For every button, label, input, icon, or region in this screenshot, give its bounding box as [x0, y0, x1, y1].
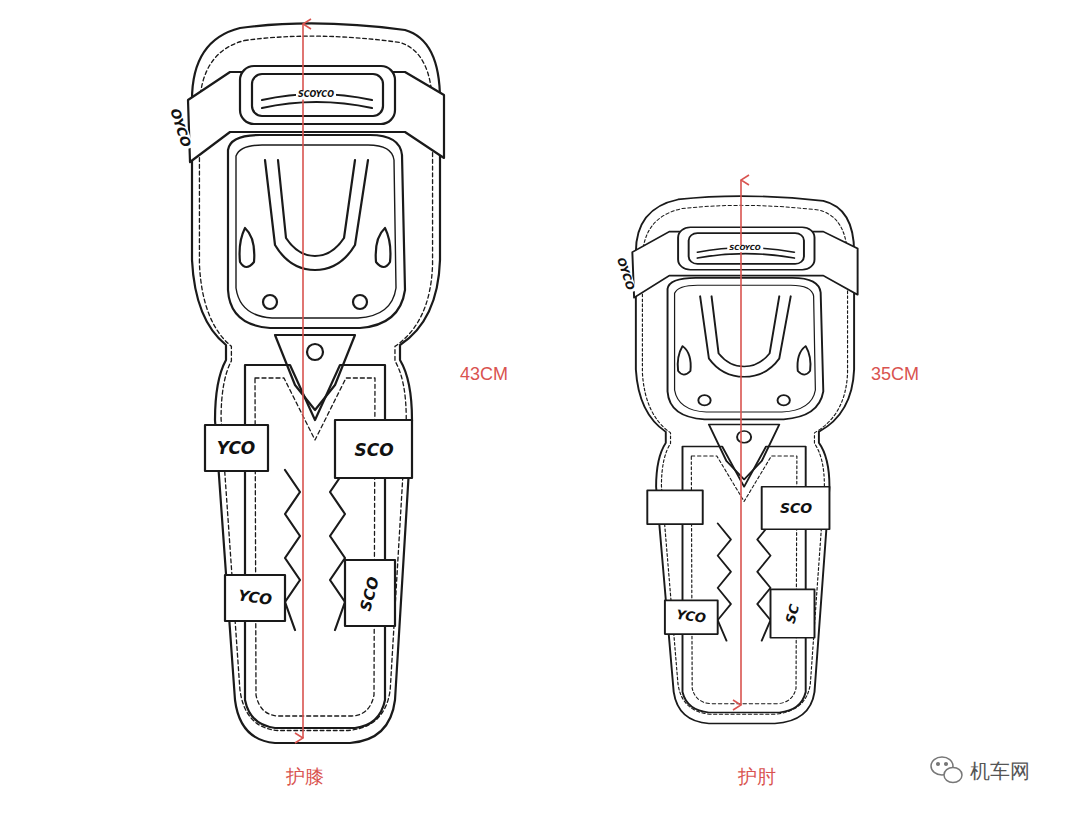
dimension-label: 35CM — [871, 365, 919, 385]
dimension-line — [740, 180, 742, 705]
dimension-label: 43CM — [460, 365, 508, 385]
part-name: 护膝 — [286, 766, 324, 787]
brand-logo: YCO — [215, 439, 258, 458]
watermark: 机车网 — [970, 760, 1030, 782]
brand-logo: SCOYCO — [296, 91, 336, 100]
wechat-icon — [931, 757, 962, 783]
part-name: 护肘 — [738, 766, 776, 787]
elbow-guard-drawing — [632, 196, 857, 723]
brand-logo: SCO — [778, 501, 814, 516]
knee-guard-drawing — [188, 23, 444, 743]
dimension-line — [302, 24, 304, 738]
brand-logo: SCOYCO — [727, 245, 763, 253]
brand-logo: SCO — [352, 441, 395, 460]
